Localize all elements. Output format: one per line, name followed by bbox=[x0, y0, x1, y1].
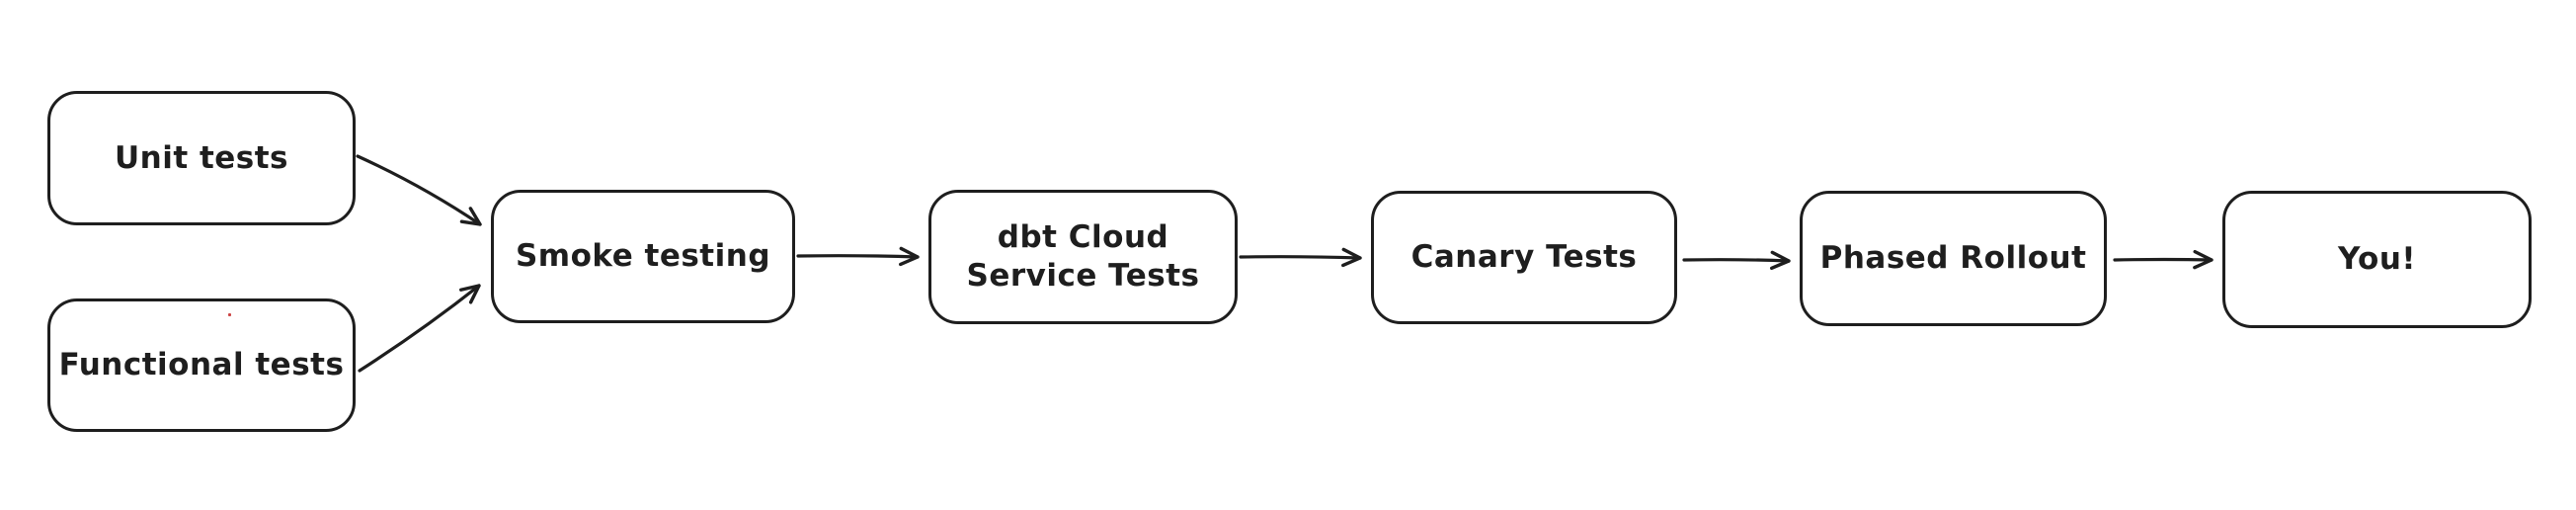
arrow-phased-rollout-to-you bbox=[2113, 249, 2214, 270]
node-phased-rollout-label: Phased Rollout bbox=[1819, 240, 2087, 276]
node-dbt-cloud-service-tests: dbt Cloud Service Tests bbox=[928, 190, 1238, 324]
node-dbt-cloud-label-line1: dbt Cloud bbox=[997, 219, 1169, 255]
node-functional-tests: Functional tests bbox=[47, 298, 356, 432]
arrow-canary-tests-to-phased-rollout bbox=[1682, 250, 1791, 271]
node-you: You! bbox=[2222, 191, 2532, 328]
node-you-label: You! bbox=[2337, 241, 2417, 277]
node-unit-tests: Unit tests bbox=[47, 91, 356, 225]
arrow-smoke-testing-to-dbt-cloud bbox=[796, 246, 920, 267]
arrow-dbt-cloud-to-canary-tests bbox=[1239, 247, 1362, 268]
node-smoke-testing: Smoke testing bbox=[491, 190, 795, 323]
node-unit-tests-label: Unit tests bbox=[114, 139, 289, 176]
red-pixel-artifact bbox=[228, 313, 231, 316]
node-phased-rollout: Phased Rollout bbox=[1800, 191, 2107, 326]
arrow-functional-tests-to-smoke-testing bbox=[358, 284, 481, 373]
node-canary-tests: Canary Tests bbox=[1371, 191, 1677, 324]
arrow-unit-tests-to-smoke-testing bbox=[356, 154, 482, 226]
node-functional-tests-label: Functional tests bbox=[58, 347, 345, 382]
node-smoke-testing-label: Smoke testing bbox=[515, 238, 771, 274]
node-dbt-cloud-label-line2: Service Tests bbox=[966, 258, 1200, 294]
node-canary-tests-label: Canary Tests bbox=[1410, 239, 1638, 275]
